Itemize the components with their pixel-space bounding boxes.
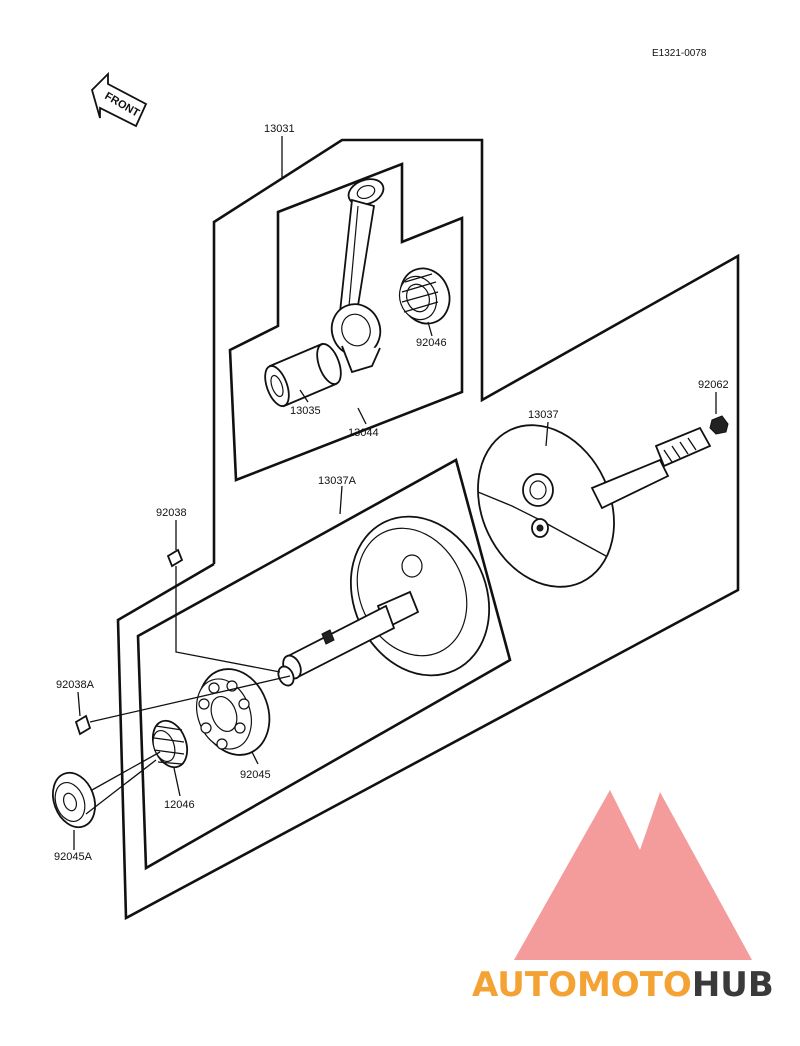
frame-13037a: [136, 458, 512, 871]
ball-bearing-92045: [196, 668, 271, 756]
label-92038: 92038: [156, 507, 187, 519]
needle-bearing-92046: [398, 267, 451, 325]
label-13035: 13035: [290, 405, 321, 417]
label-92046: 92046: [416, 337, 447, 349]
watermark-hub: HUB: [692, 965, 774, 1005]
crankshaft-13037: [477, 424, 712, 588]
frame-13044: [228, 162, 464, 482]
nut-92062: [709, 415, 729, 435]
watermark-text: AUTOMOTOHUB: [472, 965, 774, 1005]
connecting-rod: [330, 178, 385, 374]
diagram-code: E1321-0078: [652, 48, 707, 59]
label-92038a: 92038A: [56, 679, 95, 691]
frame-13031: [116, 138, 740, 921]
crankshaft-13037a: [277, 515, 491, 687]
leader-lines: [73, 136, 717, 850]
front-arrow-icon: FRONT: [90, 71, 148, 128]
label-92045: 92045: [240, 769, 271, 781]
crank-pin-13035: [264, 342, 342, 408]
label-92045a: 92045A: [54, 851, 93, 863]
watermark-automoto: AUTOMOTO: [472, 965, 692, 1005]
label-13037: 13037: [528, 409, 559, 421]
label-13031: 13031: [264, 123, 295, 135]
ball-bearing-92045a: [52, 771, 96, 829]
key-92038a: [74, 714, 92, 736]
roller-bearing-12046: [151, 719, 189, 769]
svg-text:AUTOMOTOHUB: AUTOMOTOHUB: [472, 965, 774, 1005]
label-12046: 12046: [164, 799, 195, 811]
watermark-logo: [514, 790, 752, 960]
key-92038: [166, 548, 184, 568]
label-13044: 13044: [348, 427, 379, 439]
label-13037a: 13037A: [318, 475, 357, 487]
label-92062: 92062: [698, 379, 729, 391]
